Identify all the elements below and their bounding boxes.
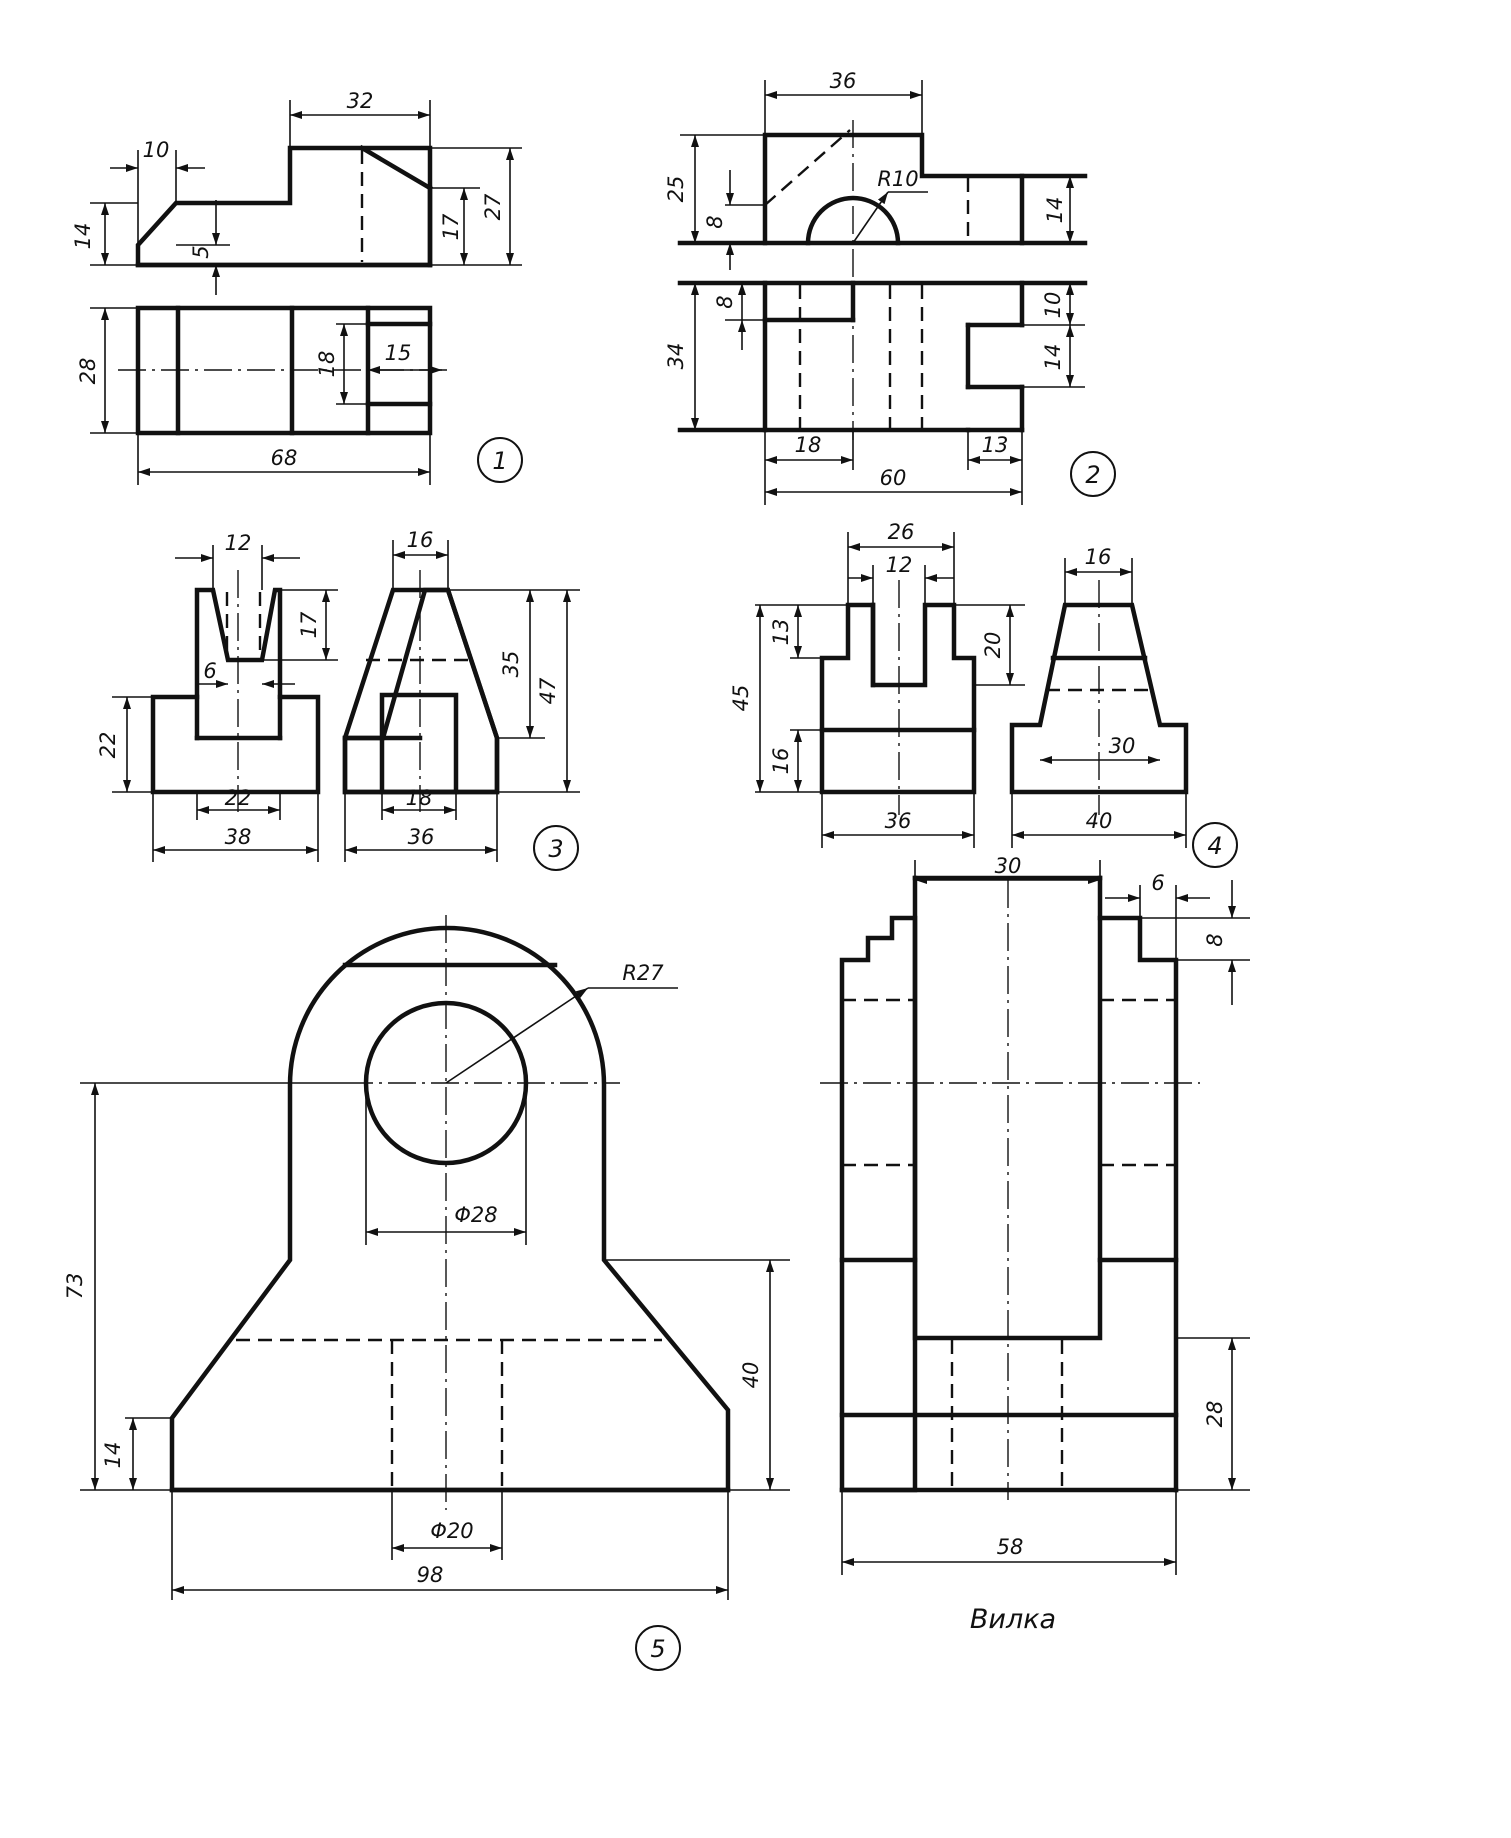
fig2-dim-r10: R10 [877,167,918,191]
fig2-dim-8b: 8 [713,295,737,308]
fig1-dim-17: 17 [439,213,463,240]
figure-1-number-badge: 1 [477,437,523,483]
fig5-dim-14: 14 [101,1442,125,1469]
figure-5-dimensions: R27 Φ28 73 14 40 Φ20 98 [63,854,1250,1600]
fig4-dim-45: 45 [729,685,753,712]
fig5-dim-98: 98 [417,1563,444,1587]
figure-4-dimensions: 26 12 13 45 20 16 36 [729,520,1187,848]
fig4-number: 4 [1207,832,1222,860]
fig5-dim-8: 8 [1203,933,1227,946]
fig3-dim-22b: 22 [225,786,252,810]
figure-3: 12 17 6 22 22 38 16 [96,528,580,871]
fig3-number: 3 [548,835,563,863]
figure-1-front-view [135,144,434,268]
caption-vilka: Вилка [970,1604,1056,1635]
fig2-dim-34: 34 [664,343,688,370]
fig1-dim-10: 10 [143,138,170,162]
fig4-dim-40: 40 [1086,809,1113,833]
fig5-dim-73: 73 [63,1273,87,1300]
figure-4-front-view [819,580,977,815]
figure-3-side-view [342,570,500,812]
fig3-dim-47: 47 [536,677,560,704]
figure-2: 36 25 8 R10 14 8 34 10 14 [664,69,1116,505]
fig3-dim-38: 38 [225,825,252,849]
fig2-dim-10: 10 [1041,292,1065,319]
fig4-dim-30: 30 [1109,734,1136,758]
fig1-dim-18: 18 [315,351,339,378]
fig4-dim-36: 36 [885,809,912,833]
fig1-dim-27: 27 [481,193,505,220]
fig3-dim-16: 16 [407,528,434,552]
figure-5-front-view [169,915,790,1510]
fig1-dim-32: 32 [347,89,374,113]
figure-2-plan-view [677,280,1088,433]
fig2-dim-25: 25 [664,176,688,203]
figure-1-dimensions: 32 10 14 5 17 27 28 [71,89,522,485]
fig4-dim-16a: 16 [769,748,793,775]
fig4-dim-12: 12 [886,553,913,577]
fig4-dim-26: 26 [888,520,915,544]
fig3-dim-35: 35 [499,651,523,678]
fig5-dim-r27: R27 [622,961,664,985]
fig4-dim-13: 13 [769,619,793,646]
fig5-dim-28: 28 [1203,1401,1227,1428]
fig3-dim-18: 18 [406,786,433,810]
fig3-dim-6: 6 [203,659,216,683]
figure-2-front-view [677,120,1088,440]
fig2-dim-13: 13 [982,433,1009,457]
fig2-dim-14a: 14 [1043,197,1067,224]
figure-1: 32 10 14 5 17 27 28 [71,89,523,485]
fig3-dim-36: 36 [408,825,435,849]
fig2-dim-8a: 8 [703,215,727,228]
fig1-dim-14: 14 [71,223,95,250]
fig5-dim-phi28: Φ28 [454,1203,497,1227]
figure-2-dimensions: 36 25 8 R10 14 8 34 10 14 [664,69,1085,505]
figure-3-dimensions: 12 17 6 22 22 38 16 [96,528,580,862]
fig5-dim-6: 6 [1151,871,1164,895]
fig2-dim-14b: 14 [1041,344,1065,371]
fig5-dim-58: 58 [997,1535,1024,1559]
fig1-dim-15: 15 [385,341,412,365]
figure-3-front-view [150,570,321,812]
figure-3-number-badge: 3 [533,825,579,871]
fig2-dim-36: 36 [830,69,857,93]
fig1-dim-68: 68 [271,446,298,470]
figure-2-number-badge: 2 [1070,451,1116,497]
fig3-dim-17: 17 [297,611,321,638]
figure-4-number-badge: 4 [1192,822,1238,868]
fig2-dim-18: 18 [795,433,822,457]
figure-5-number-badge: 5 [635,1625,681,1671]
fig4-dim-16b: 16 [1085,545,1112,569]
fig2-number: 2 [1085,461,1100,489]
fig4-dim-20: 20 [981,632,1005,659]
fig5-dim-40: 40 [739,1362,763,1389]
fig1-dim-28: 28 [76,358,100,385]
fig1-number: 1 [492,447,507,475]
fig5-number: 5 [650,1635,665,1663]
fig3-dim-22a: 22 [96,732,120,759]
fig3-dim-12: 12 [225,531,252,555]
figure-5-side-view [820,875,1200,1500]
fig1-dim-5: 5 [189,245,213,258]
figure-4: 26 12 13 45 20 16 36 [729,520,1238,868]
fig5-dim-30: 30 [995,854,1022,878]
figure-4-side-view [1009,580,1189,815]
fig2-dim-60: 60 [880,466,907,490]
figure-5: R27 Φ28 73 14 40 Φ20 98 [63,854,1250,1671]
fig5-dim-phi20: Φ20 [430,1519,473,1543]
